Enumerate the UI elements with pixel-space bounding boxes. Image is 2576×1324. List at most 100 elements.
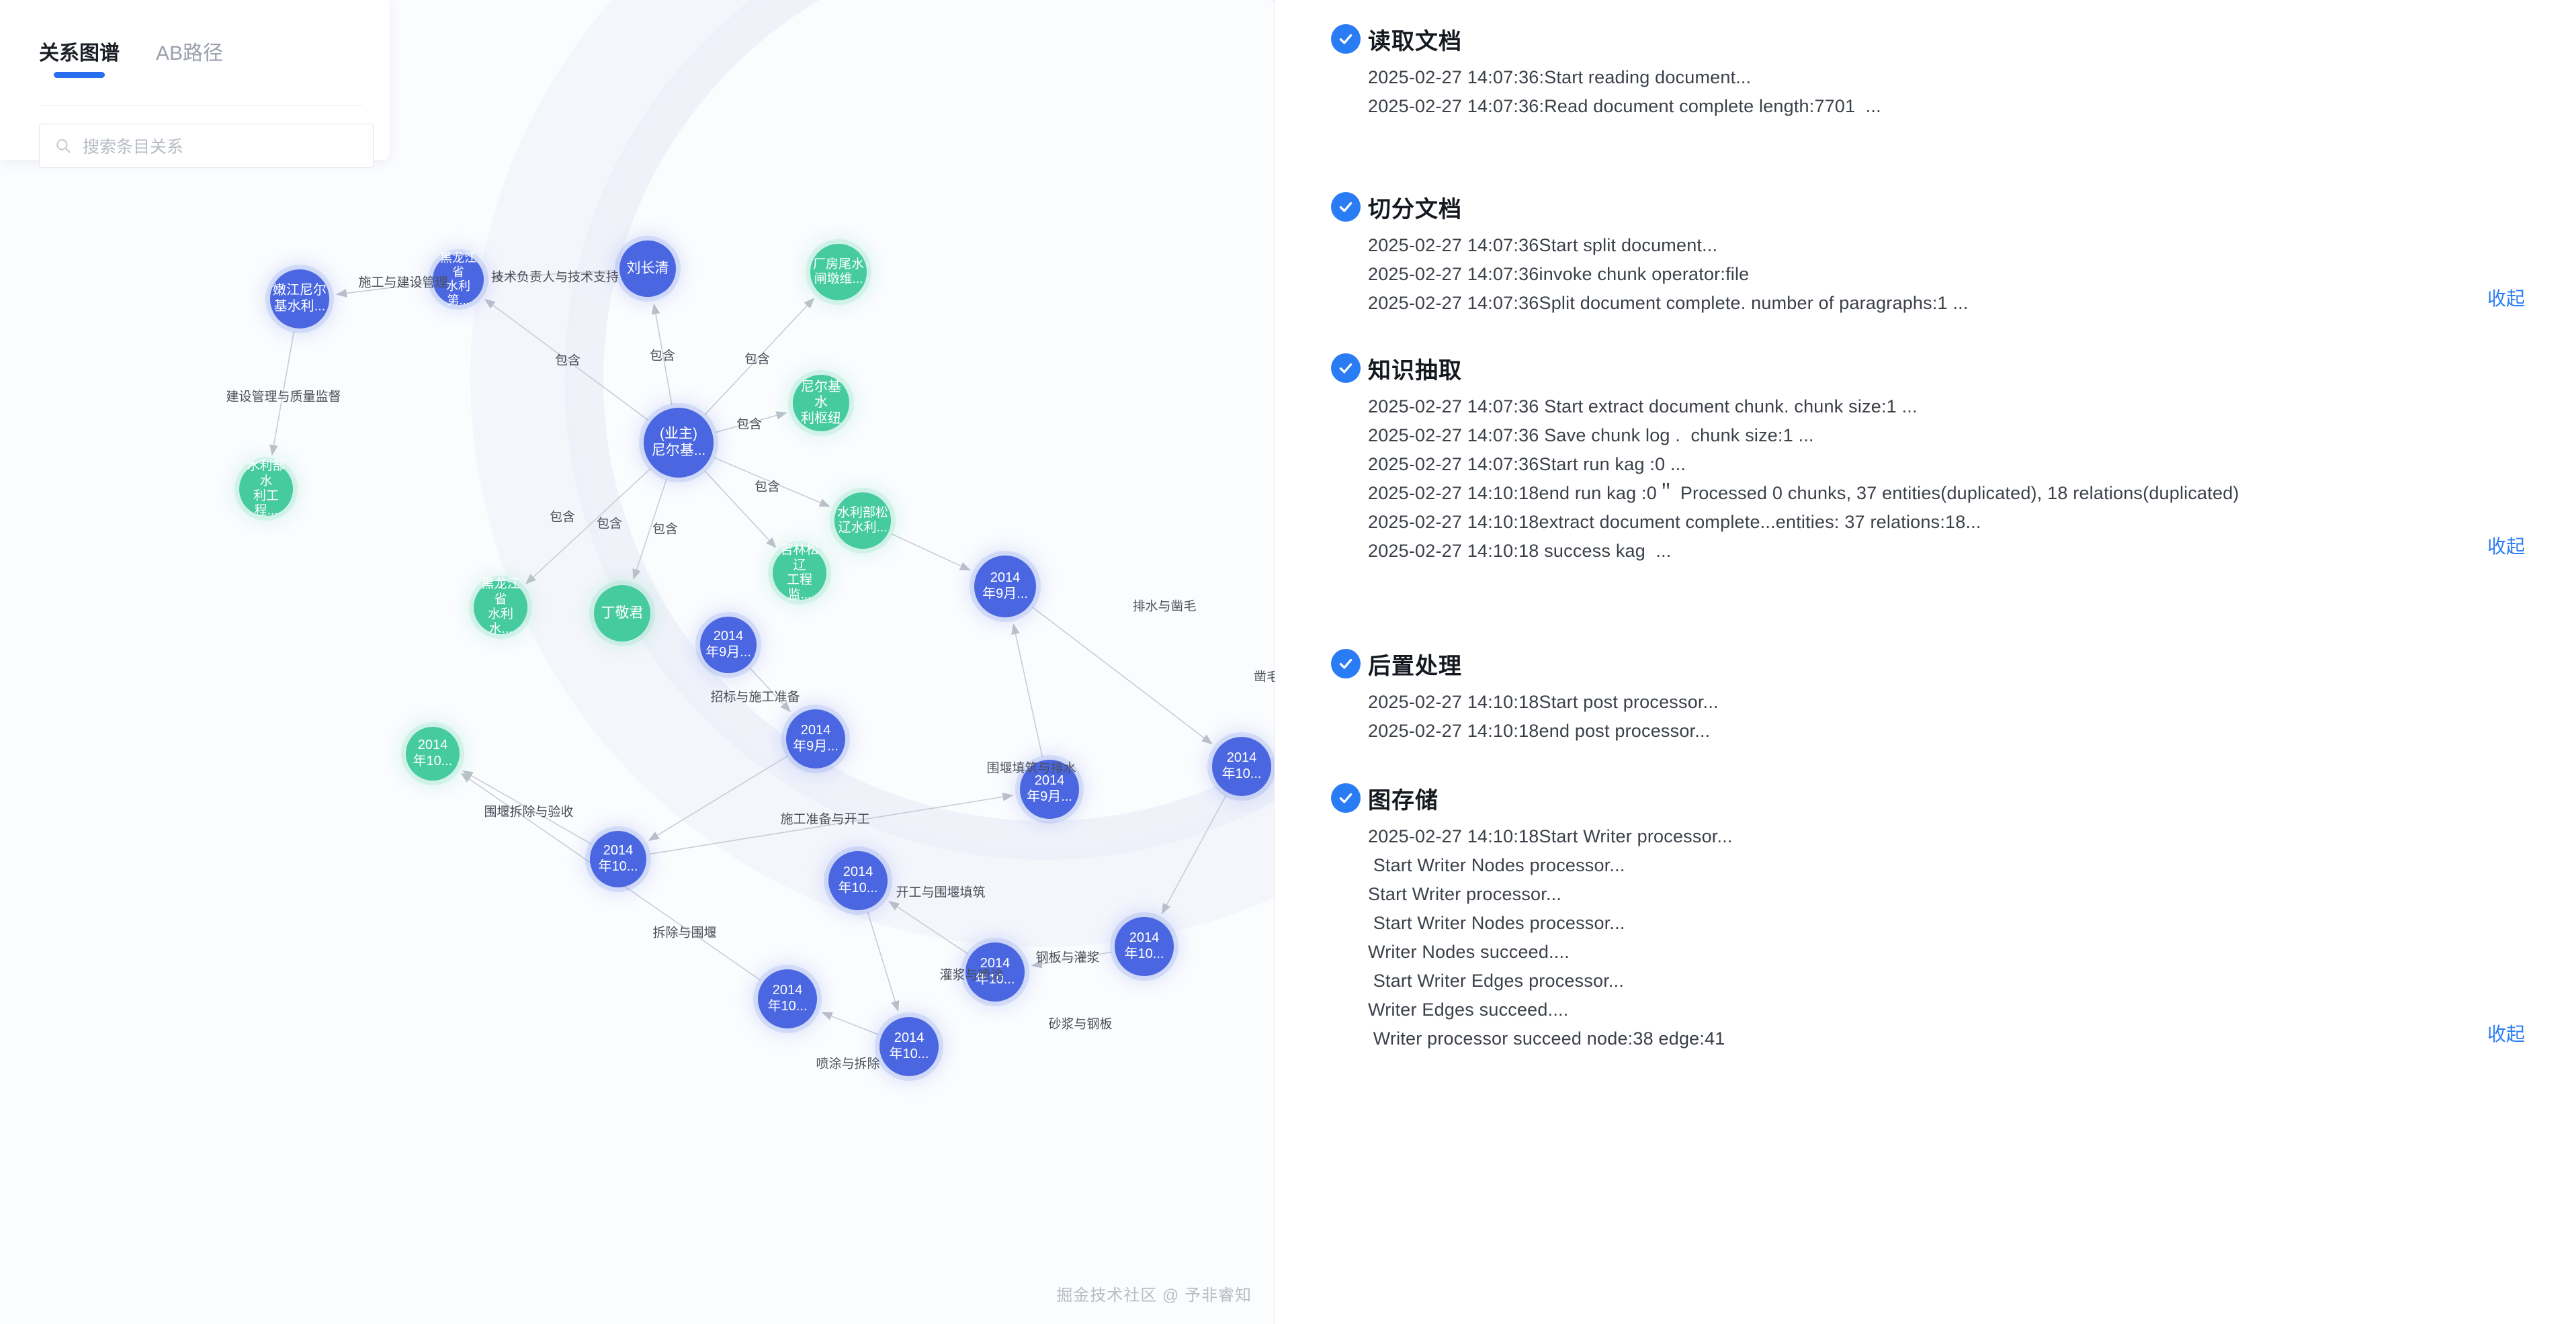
- graph-node[interactable]: 丁敬君: [594, 585, 650, 642]
- check-circle-icon: [1331, 353, 1361, 383]
- log-stage: 图存储 2025-02-27 14:10:18Start Writer proce…: [1275, 779, 2576, 1048]
- collapse-link[interactable]: 收起: [2487, 1024, 2525, 1045]
- check-circle-icon: [1331, 783, 1361, 813]
- tab-relation-graph[interactable]: 关系图谱: [39, 36, 120, 78]
- graph-node[interactable]: 黑龙江省水利水...: [474, 577, 527, 637]
- check-circle-icon: [1331, 649, 1361, 678]
- graph-edge-label: 拆除与围堰: [652, 926, 717, 940]
- graph-node[interactable]: 水利部水利工程...: [239, 459, 293, 519]
- graph-edge-label: 包含: [754, 480, 781, 494]
- log-line: 2025-02-27 14:10:18extract document comp…: [1368, 512, 1981, 532]
- graph-node[interactable]: 厂房尾水闸墩维...: [810, 244, 867, 300]
- graph-node-label: 黑龙江省水利第...: [440, 251, 476, 308]
- search-icon: [56, 139, 71, 153]
- log-line: 2025-02-27 14:07:36invoke chunk operator…: [1368, 264, 1750, 284]
- log-line: 2025-02-27 14:07:36Start run kag :0 ...: [1368, 454, 1686, 474]
- graph-edge-label: 技术负责人与技术支持: [490, 270, 619, 285]
- graph-edges-layer: [269, 269, 1227, 1035]
- graph-node[interactable]: 水利部松辽水利...: [834, 492, 891, 549]
- log-line: Writer Edges succeed....: [1368, 1000, 1569, 1020]
- log-line: 2025-02-27 14:07:36:Read document comple…: [1368, 96, 1881, 116]
- graph-edge-label: 包含: [649, 349, 676, 363]
- graph-node-label: 水利部水利工程...: [247, 459, 286, 519]
- log-line: 2025-02-27 14:10:18Start Writer processo…: [1368, 826, 1733, 846]
- graph-edge-label: 开工与围堰填筑: [896, 885, 986, 900]
- graph-node-label: 黑龙江省水利水...: [481, 577, 520, 637]
- graph-edge-label: 包含: [652, 522, 679, 537]
- log-stage-title: 图存储: [1368, 787, 1439, 813]
- graph-node-label: 嫩江尼尔基水利...: [273, 283, 327, 314]
- search-input[interactable]: 搜索条目关系: [39, 124, 374, 168]
- log-line: 2025-02-27 14:07:36 Start extract docume…: [1368, 396, 1918, 416]
- log-line: 2025-02-27 14:10:18end post processor...: [1368, 721, 1711, 741]
- graph-node-label: (业主)尼尔基...: [651, 426, 706, 458]
- log-line: 2025-02-27 14:07:36Start split document.…: [1368, 235, 1718, 255]
- log-line: 2025-02-27 14:10:18end run kag :0＂ Proce…: [1368, 483, 2239, 503]
- graph-edge-label: 围堰填筑与排水: [986, 761, 1076, 776]
- graph-edge-label: 包含: [554, 353, 581, 368]
- collapse-link[interactable]: 收起: [2487, 536, 2525, 557]
- graph-edge-label: 砂浆与钢板: [1048, 1017, 1113, 1032]
- check-circle-icon: [1331, 24, 1361, 54]
- graph-edge-label: 凿毛: [1253, 670, 1275, 685]
- log-line: 2025-02-27 14:07:36 Save chunk log . chu…: [1368, 425, 1814, 445]
- log-stage-title: 切分文档: [1368, 196, 1462, 222]
- graph-node-label: 吉林松辽工程监...: [780, 543, 819, 603]
- graph-panel: 嫩江尼尔基水利... 黑龙江省水利第... 刘长清 厂房尾水闸墩维... 水利部水利工程…: [0, 0, 1275, 1324]
- graph-controls-card: 关系图谱 AB路径 搜索条目关系: [0, 0, 390, 168]
- log-line: 2025-02-27 14:10:18Start post processor.…: [1368, 692, 1719, 712]
- graph-edge-label: 钢板与灌浆: [1035, 951, 1100, 965]
- log-stage-title: 后置处理: [1368, 653, 1462, 679]
- graph-node[interactable]: 嫩江尼尔基水利...: [270, 269, 329, 328]
- tab-ab-path[interactable]: AB路径: [156, 42, 224, 64]
- graph-node[interactable]: (业主)尼尔基...: [644, 408, 714, 478]
- graph-node[interactable]: 尼尔基水利枢纽: [793, 375, 849, 431]
- graph-edge-label: 喷涂与拆除: [816, 1057, 880, 1071]
- graph-node[interactable]: 刘长清: [619, 240, 676, 297]
- log-stage-title: 读取文档: [1368, 28, 1462, 54]
- graph-edge-label: 围堰拆除与验收: [484, 805, 574, 820]
- search-placeholder: 搜索条目关系: [83, 138, 184, 157]
- watermark: 掘金技术社区 @ 予非睿知: [1056, 1286, 1252, 1305]
- graph-node[interactable]: 吉林松辽工程监...: [773, 543, 826, 603]
- log-line: 2025-02-27 14:07:36Split document comple…: [1368, 293, 1969, 313]
- graph-edge-label: 招标与施工准备: [710, 690, 800, 705]
- log-line: Start Writer Edges processor...: [1368, 971, 1625, 991]
- log-line: Writer processor succeed node:38 edge:41: [1368, 1028, 1725, 1049]
- graph-edge-label: 排水与凿毛: [1132, 599, 1197, 614]
- graph-edge-label: 灌浆与喷涂: [939, 968, 1004, 983]
- collapse-link[interactable]: 收起: [2487, 288, 2525, 309]
- log-line: Start Writer Nodes processor...: [1368, 855, 1625, 875]
- log-stage: 后置处理 2025-02-27 14:10:18Start post proces…: [1275, 645, 2576, 740]
- graph-edge-label: 包含: [549, 510, 576, 525]
- graph-node-label: 刘长清: [626, 260, 669, 276]
- graph-edge-label: 施工与建设管理: [358, 275, 448, 290]
- log-line: Start Writer processor...: [1368, 884, 1562, 904]
- graph-edge-label: 建设管理与质量监督: [226, 390, 341, 404]
